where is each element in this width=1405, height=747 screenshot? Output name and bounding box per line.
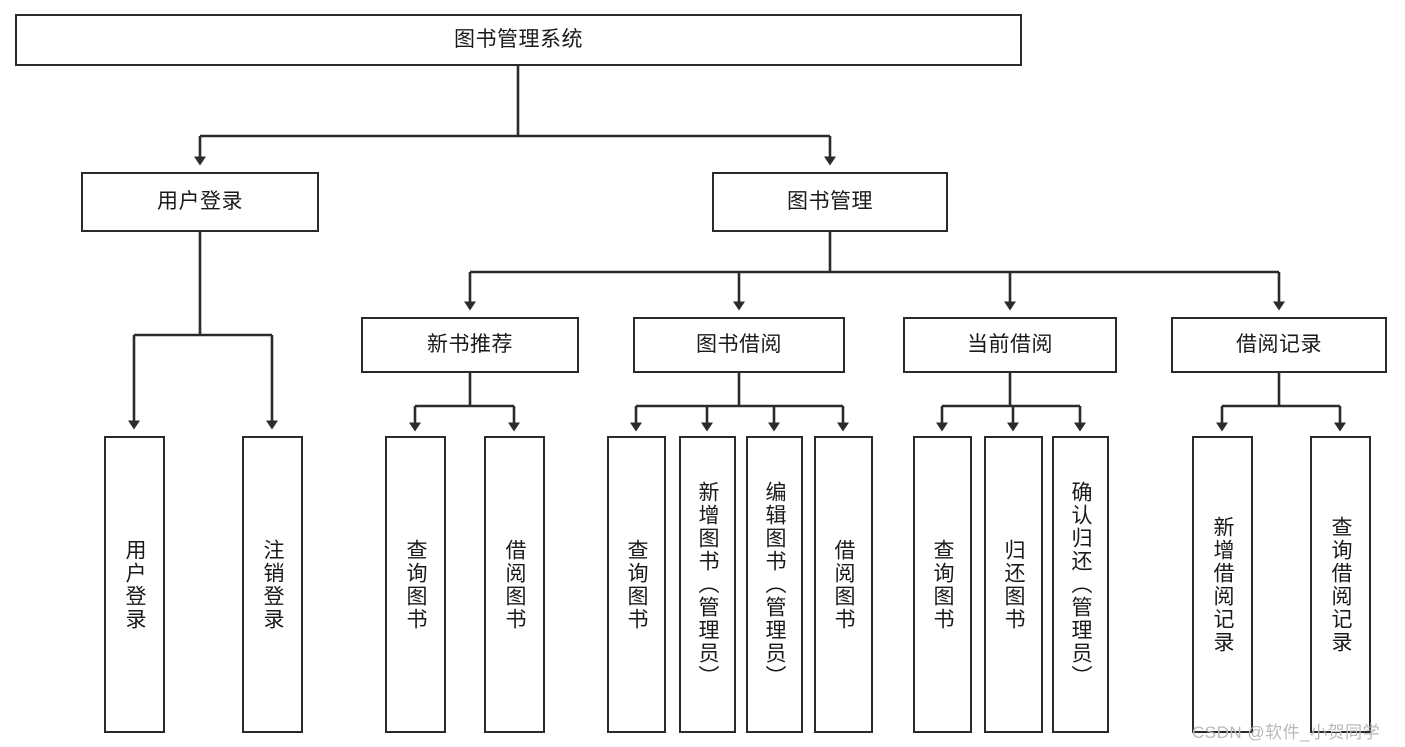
node-book-manage-label: 图书管理: [787, 190, 873, 214]
csdn-watermark: CSDN @软件_小贺同学: [1192, 723, 1381, 742]
leaf-logout[interactable]: 注销登录: [242, 436, 303, 733]
leaf-borrow-book-2-label: 借阅图书: [832, 538, 855, 631]
leaf-add-book[interactable]: 新增图书（管理员）: [679, 436, 736, 733]
leaf-edit-book[interactable]: 编辑图书（管理员）: [746, 436, 803, 733]
node-borrow-record[interactable]: 借阅记录: [1171, 317, 1387, 373]
leaf-query-book-2-label: 查询图书: [625, 538, 648, 631]
leaf-return-book-label: 归还图书: [1002, 538, 1025, 631]
node-user-login-label: 用户登录: [157, 190, 243, 214]
leaf-user-login-label: 用户登录: [123, 538, 146, 631]
leaf-query-book-3-label: 查询图书: [931, 538, 954, 631]
node-user-login[interactable]: 用户登录: [81, 172, 319, 232]
leaf-query-book-2[interactable]: 查询图书: [607, 436, 666, 733]
leaf-query-book-1[interactable]: 查询图书: [385, 436, 446, 733]
leaf-borrow-book-2[interactable]: 借阅图书: [814, 436, 873, 733]
leaf-query-record-label: 查询借阅记录: [1329, 515, 1352, 654]
node-book-manage[interactable]: 图书管理: [712, 172, 948, 232]
node-book-borrow[interactable]: 图书借阅: [633, 317, 845, 373]
node-current-borrow-label: 当前借阅: [967, 333, 1053, 357]
leaf-return-book[interactable]: 归还图书: [984, 436, 1043, 733]
leaf-query-book-3[interactable]: 查询图书: [913, 436, 972, 733]
node-book-borrow-label: 图书借阅: [696, 333, 782, 357]
leaf-edit-book-label: 编辑图书（管理员）: [763, 481, 786, 688]
leaf-add-record[interactable]: 新增借阅记录: [1192, 436, 1253, 733]
node-borrow-record-label: 借阅记录: [1236, 333, 1322, 357]
node-new-book-recommend[interactable]: 新书推荐: [361, 317, 579, 373]
leaf-add-record-label: 新增借阅记录: [1211, 515, 1234, 654]
leaf-borrow-book-1[interactable]: 借阅图书: [484, 436, 545, 733]
node-root-label: 图书管理系统: [454, 28, 583, 52]
node-current-borrow[interactable]: 当前借阅: [903, 317, 1117, 373]
leaf-query-book-1-label: 查询图书: [404, 538, 427, 631]
leaf-confirm-return-label: 确认归还（管理员）: [1069, 481, 1092, 688]
leaf-logout-label: 注销登录: [261, 538, 284, 631]
leaf-user-login[interactable]: 用户登录: [104, 436, 165, 733]
leaf-query-record[interactable]: 查询借阅记录: [1310, 436, 1371, 733]
node-root[interactable]: 图书管理系统: [15, 14, 1022, 66]
leaf-confirm-return[interactable]: 确认归还（管理员）: [1052, 436, 1109, 733]
leaf-add-book-label: 新增图书（管理员）: [696, 481, 719, 688]
node-new-book-recommend-label: 新书推荐: [427, 333, 513, 357]
leaf-borrow-book-1-label: 借阅图书: [503, 538, 526, 631]
